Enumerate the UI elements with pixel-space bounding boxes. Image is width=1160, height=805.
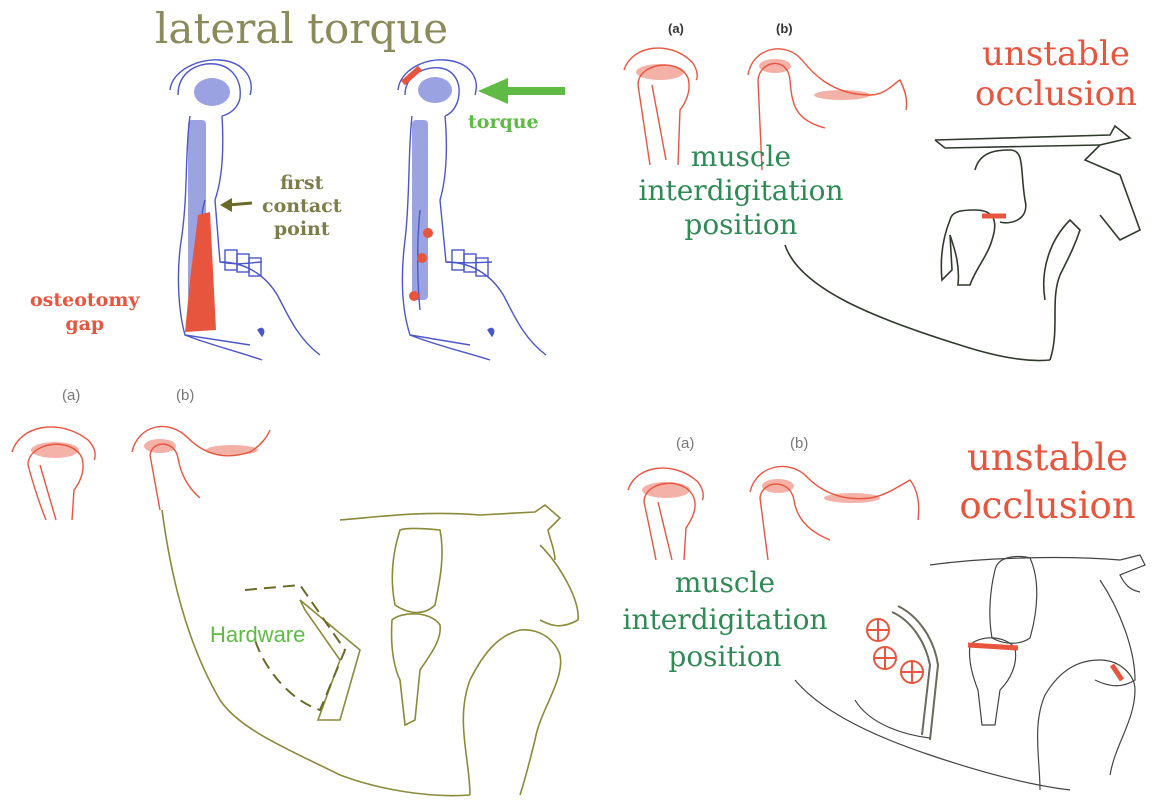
unstable-occlusion-panel-top: (a) (b) unstable occlusion muscle interd… [580, 0, 1160, 380]
label-b: (b) [776, 22, 793, 35]
unstable-occlusion-label-bottom: unstable occlusion [940, 434, 1155, 530]
muscle-interdigitation-label: muscle interdigitation position [636, 140, 846, 242]
contact-dot-2 [417, 253, 427, 263]
force-icon-1 [867, 619, 889, 641]
muscle-line-2-bottom: interdigitation [600, 601, 850, 638]
unstable-line-1-bottom: unstable [940, 434, 1155, 482]
unstable-occlusion-panel-bottom: (a) (b) unstable occlusion muscle interd… [600, 380, 1160, 805]
muscle-line-2: interdigitation [636, 174, 846, 208]
muscle-line-1: muscle [636, 140, 846, 174]
hardware-panel: (a) (b) Hardware [0, 380, 600, 805]
label-b-bottom: (b) [176, 388, 194, 403]
condyle-contact-mark [403, 68, 420, 83]
occlusion-contact-mark-2 [1112, 665, 1122, 680]
unstable-line-2-bottom: occlusion [940, 482, 1155, 530]
contact-dot-3 [409, 291, 419, 301]
unstable-line-2: occlusion [956, 74, 1156, 114]
condyle-a-illustration-br [628, 468, 703, 560]
contact-dot-1 [423, 228, 433, 238]
lateral-torque-panel: lateral torque first contact point osteo… [0, 0, 580, 380]
osteotomy-gap-line-1: osteotomy [30, 288, 140, 312]
label-a: (a) [668, 22, 684, 35]
label-b-br: (b) [790, 436, 808, 451]
stipple-condyles-br [642, 479, 880, 503]
condyle-b-illustration-bottom [132, 427, 270, 510]
force-icon-2 [874, 647, 896, 669]
jaw-outline-bottom [162, 505, 578, 796]
stipple-right [412, 77, 452, 300]
stipple-condyles [636, 59, 870, 100]
label-a-br: (a) [676, 436, 694, 451]
torque-label: torque [468, 113, 539, 132]
label-a-bottom: (a) [62, 388, 80, 403]
first-contact-label: first contact point [262, 172, 342, 241]
hardware-drawing [0, 380, 600, 805]
unstable-line-1: unstable [956, 34, 1156, 74]
first-contact-line-1: first [262, 172, 342, 195]
panel-title: lateral torque [155, 8, 448, 50]
osteotomy-gap-line-2: gap [30, 312, 140, 336]
muscle-line-3: position [636, 208, 846, 242]
muscle-line-1-bottom: muscle [600, 564, 850, 601]
occlusion-contact-mark-1 [968, 645, 1018, 648]
hardware-outline [245, 585, 345, 710]
force-symbols [867, 619, 923, 683]
first-contact-line-2: contact [262, 195, 342, 218]
force-icon-3 [901, 661, 923, 683]
muscle-interdigitation-label-bottom: muscle interdigitation position [600, 564, 850, 675]
osteotomy-gap-label: osteotomy gap [30, 288, 140, 336]
hardware-label: Hardware [210, 624, 305, 646]
muscle-line-3-bottom: position [600, 638, 850, 675]
condyle-a-illustration-bottom [12, 427, 95, 520]
torque-arrow [478, 78, 565, 104]
first-contact-line-3: point [262, 218, 342, 241]
unstable-occlusion-label: unstable occlusion [956, 34, 1156, 114]
first-contact-arrow [220, 198, 252, 212]
